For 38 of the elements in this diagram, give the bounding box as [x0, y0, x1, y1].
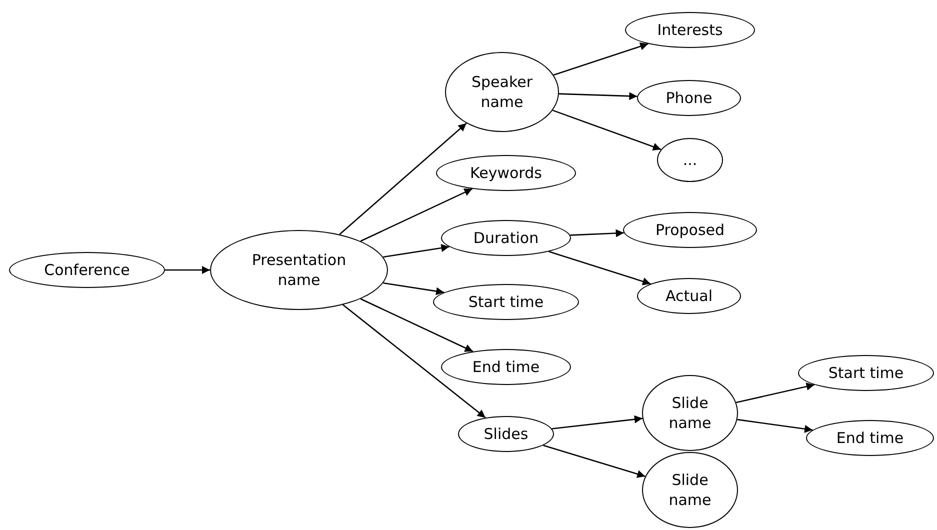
node-label: Actual — [666, 286, 712, 306]
node-label: Slides — [484, 424, 528, 444]
ellipse-node — [441, 349, 571, 385]
arrow — [553, 42, 648, 76]
node-label: Conference — [44, 260, 130, 280]
node-label: End time — [836, 428, 904, 448]
node-label: Duration — [473, 228, 539, 248]
arrow — [570, 229, 624, 238]
arrow — [165, 266, 210, 274]
node-label: Interests — [657, 20, 723, 40]
node-label: Start time — [828, 362, 904, 384]
arrow — [552, 110, 662, 151]
arrow — [383, 282, 444, 296]
node-label: Phone — [666, 88, 712, 108]
ellipse-node — [441, 220, 571, 256]
arrow — [736, 382, 815, 404]
ellipse-node — [458, 416, 554, 452]
node-label: Slide name — [668, 470, 712, 510]
ellipse-node — [806, 420, 934, 456]
arrow — [360, 298, 474, 352]
arrow — [552, 415, 643, 430]
node-label: Presentation name — [250, 250, 348, 290]
node-label: Start time — [468, 292, 544, 312]
node-label: Keywords — [470, 162, 542, 184]
arrow — [360, 188, 473, 242]
node-label: Slide name — [668, 392, 712, 434]
node-label: Speaker name — [470, 72, 534, 112]
arrow — [342, 304, 486, 418]
arrow — [339, 122, 467, 235]
arrow — [548, 250, 651, 286]
node-label: ... — [682, 150, 698, 170]
arrow — [558, 92, 638, 100]
node-label: Proposed — [655, 220, 725, 240]
ellipse-node — [657, 138, 723, 182]
arrow — [543, 444, 646, 478]
arrow — [383, 244, 450, 258]
arrow — [737, 418, 813, 433]
node-label: End time — [472, 356, 540, 378]
